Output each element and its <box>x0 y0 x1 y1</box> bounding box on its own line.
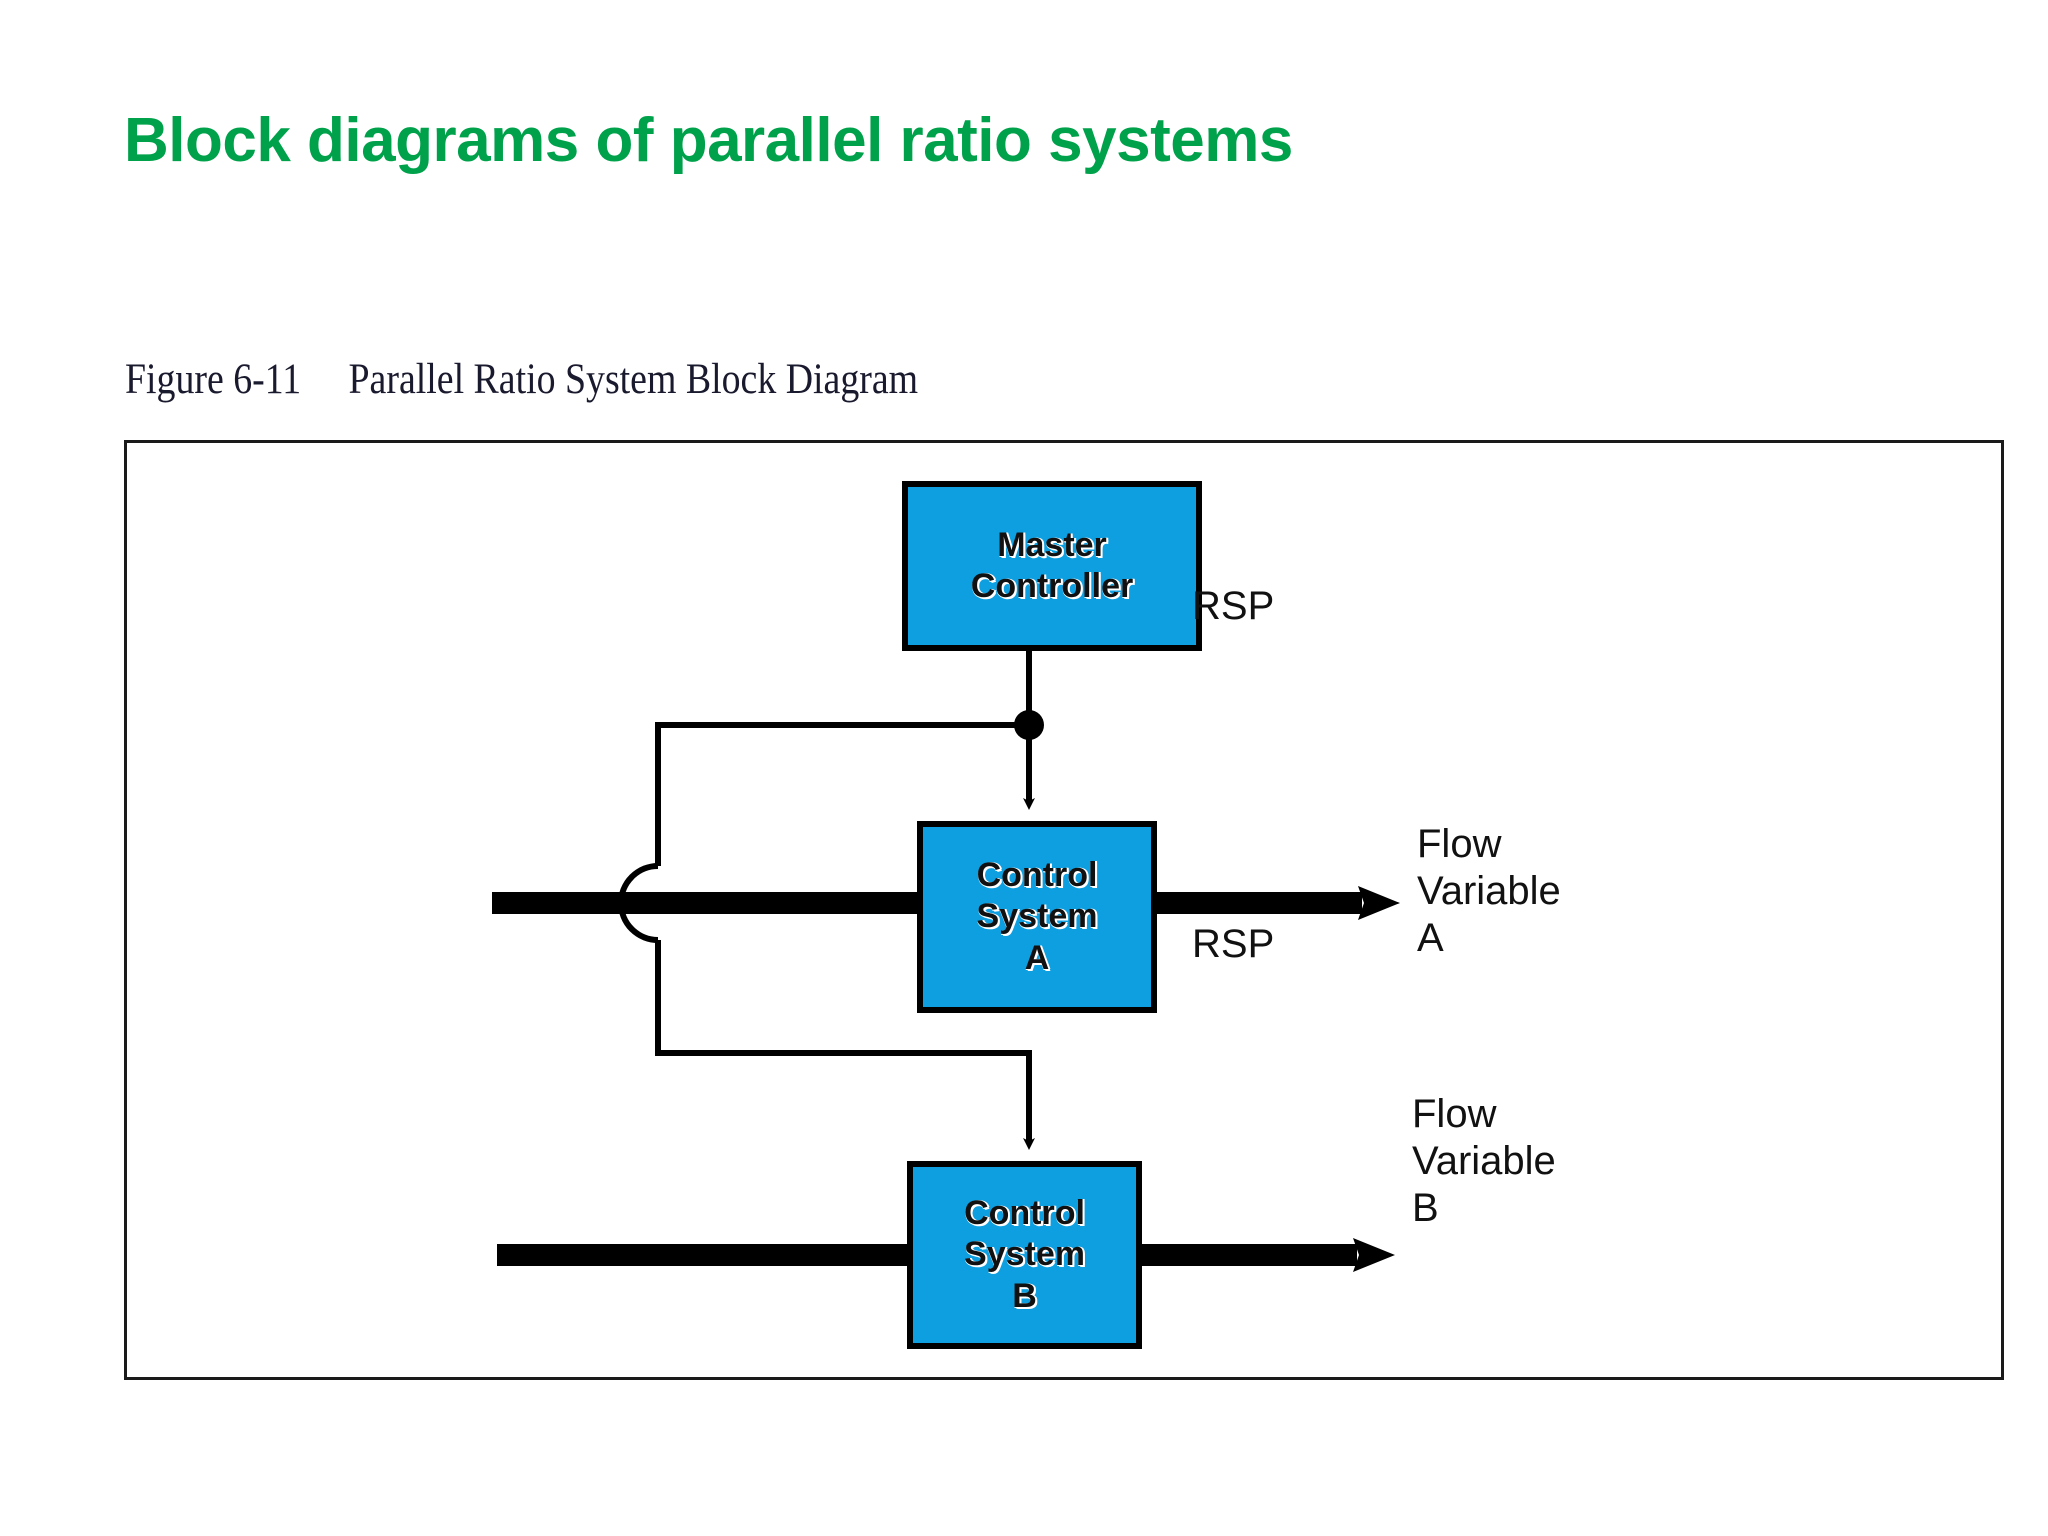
block-control-a-line-1: Control <box>976 855 1098 894</box>
block-control-b-line-1: Control <box>964 1193 1085 1232</box>
figure-caption: Figure 6-11 Parallel Ratio System Block … <box>125 356 919 403</box>
block-master-line-1: Master <box>997 525 1107 564</box>
line-branch-upper <box>655 722 1029 866</box>
label-rsp-control-b: RSP <box>1192 922 1275 966</box>
block-control-system-b[interactable]: Control System B <box>907 1161 1142 1349</box>
page-title: Block diagrams of parallel ratio systems <box>124 106 1293 175</box>
diagram-connectors <box>492 651 1400 1272</box>
block-master-line-2: Controller <box>970 567 1134 605</box>
label-flow-variable-b: Flow Variable B <box>1412 1092 1556 1230</box>
block-control-b-line-3: B <box>1012 1276 1037 1315</box>
block-control-a-line-3: A <box>1024 938 1050 977</box>
figure-frame: Master Controller Control System A Contr… <box>124 440 2004 1380</box>
label-flow-variable-a: Flow Variable A <box>1417 822 1561 960</box>
block-control-b-line-2: System <box>964 1235 1085 1274</box>
block-master-controller[interactable]: Master Controller <box>902 481 1202 651</box>
label-rsp-control-a: RSP <box>1192 584 1275 628</box>
block-control-a-line-2: System <box>976 897 1098 936</box>
line-branch-lower <box>655 940 1035 1150</box>
block-control-system-a[interactable]: Control System A <box>917 821 1157 1013</box>
